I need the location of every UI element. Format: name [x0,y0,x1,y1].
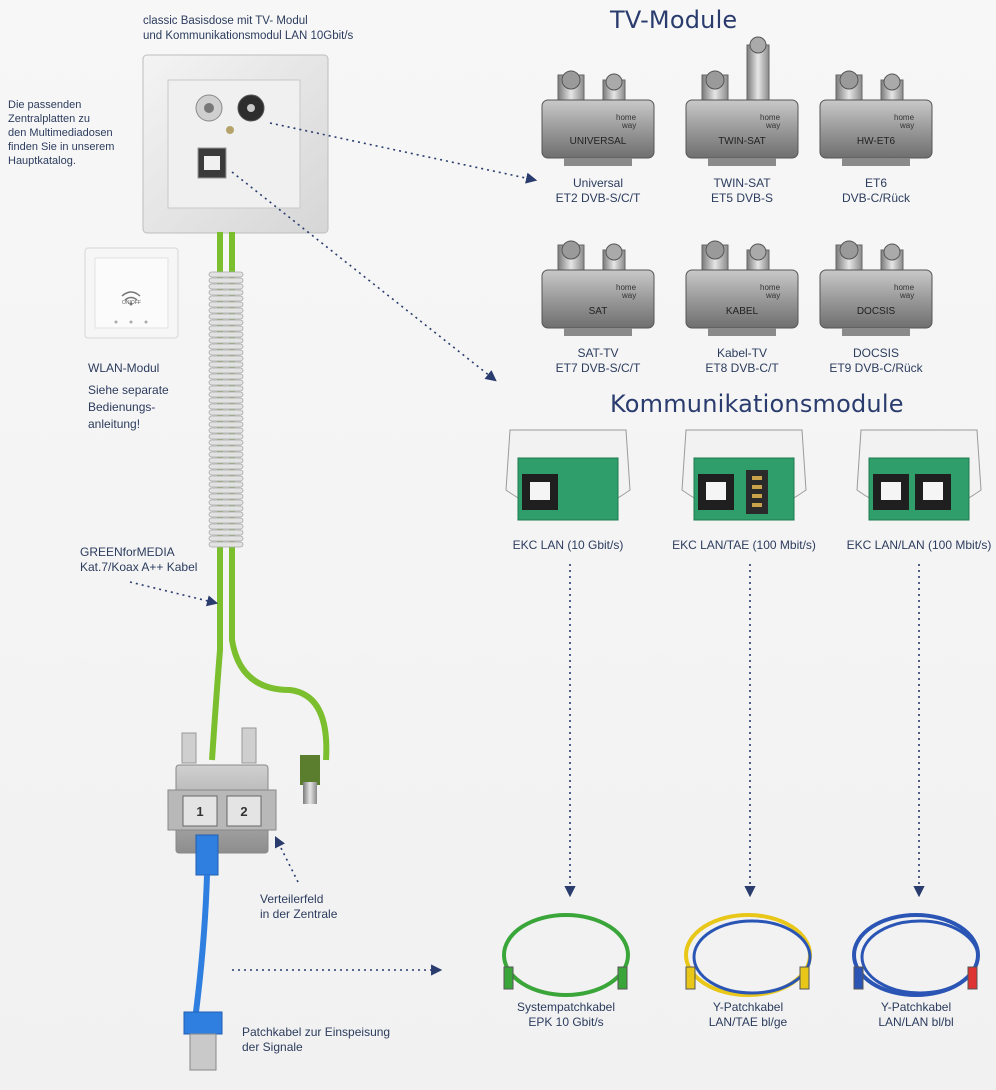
patch-cable-name: Y-Patchkabel [880,1000,952,1014]
module-badge: SAT [589,306,608,317]
brand-logo: way [621,121,636,130]
patch-caption-line: der Signale [242,1040,303,1054]
patch-cable-spec: EPK 10 Gbit/s [528,1015,604,1029]
verteiler-caption-line: in der Zentrale [260,907,338,921]
tv-module-spec: ET8 DVB-C/T [705,361,779,375]
tv-module-name: SAT-TV [577,346,619,360]
wall-socket [142,54,329,234]
module-badge: KABEL [726,306,759,317]
comm-module-caption: EKC LAN/TAE (100 Mbit/s) [672,538,816,552]
socket-caption-line: classic Basisdose mit TV- Modul [143,15,308,27]
brand-logo: home [894,113,915,122]
module-badge: UNIVERSAL [570,136,627,147]
patch-cable-1 [502,913,630,997]
comm-module-2 [681,429,807,521]
tv-modules-heading: TV-Module [610,6,738,34]
wlan-device [84,247,179,339]
patch-cables-group [502,913,980,997]
patch-cable-spec: LAN/TAE bl/ge [708,1015,788,1029]
tv-module-spec: DVB-C/Rück [841,191,910,205]
patch-cable-3 [852,913,980,997]
patch-cable-name: Systempatchkabel [516,1000,616,1014]
wlan-title: WLAN-Modul [88,361,160,375]
tv-module-name: Kabel-TV [716,346,768,360]
socket-caption-line: und Kommunikationsmodul LAN 10Gbit/s [143,30,354,42]
comm-modules-group [505,429,982,521]
brand-logo: home [616,283,637,292]
tv-module-name: ET6 [864,176,887,190]
comm-module-3 [856,429,982,521]
tv-module-name: DOCSIS [852,346,899,360]
brand-logo: way [899,121,914,130]
patch-cable-spec: LAN/LAN bl/bl [878,1015,954,1029]
comm-module-1 [505,429,631,521]
patch-cable-2 [684,913,812,997]
tv-modules-group: homewayUNIVERSALhomewayTWIN-SAThomewayHW… [541,36,933,336]
brand-logo: home [760,283,781,292]
catalog-note-line: finden Sie in unserem [8,141,115,153]
port-2-label: 2 [240,804,248,819]
catalog-note-line: den Multimediadosen [8,127,113,139]
wlan-caption-line: anleitung! [88,417,141,431]
patch-cable-name: Y-Patchkabel [712,1000,784,1014]
brand-logo: home [616,113,637,122]
module-badge: HW-ET6 [857,136,896,147]
brand-logo: way [765,291,780,300]
connector-arrows [129,122,925,976]
brand-logo: way [765,121,780,130]
verteiler-caption: Verteilerfeld in der Zentrale [260,892,337,922]
blue-patch-cable [183,834,223,1071]
catalog-note-line: Zentralplatten zu [8,113,90,125]
catalog-note-line: Hauptkatalog. [8,155,76,167]
comm-module-caption: EKC LAN (10 Gbit/s) [512,538,624,552]
brand-logo: home [760,113,781,122]
module-badge: DOCSIS [857,306,896,317]
module-badge: TWIN-SAT [718,136,766,147]
verteiler-caption-line: Verteilerfeld [260,892,324,906]
tv-module-spec: ET5 DVB-S [710,191,773,205]
catalog-note: Die passenden Zentralplatten zu den Mult… [8,98,114,168]
brand-logo: way [621,291,636,300]
patch-caption: Patchkabel zur Einspeisung der Signale [242,1025,390,1055]
patch-caption-line: Patchkabel zur Einspeisung [242,1025,391,1039]
socket-caption: classic Basisdose mit TV- Modul und Komm… [143,14,353,44]
wlan-caption: WLAN-Modul Siehe separate Bedienungs- an… [88,360,169,433]
wlan-caption-line: Siehe separate [88,383,169,397]
tv-module-name: TWIN-SAT [713,176,771,190]
tv-module-spec: ET9 DVB-C/Rück [829,361,923,375]
tv-module-spec: ET7 DVB-S/C/T [555,361,641,375]
port-1-label: 1 [196,804,204,819]
cable-caption-line: Kat.7/Koax A++ Kabel [80,560,198,574]
comm-module-caption: EKC LAN/LAN (100 Mbit/s) [846,538,992,552]
tv-module-spec: ET2 DVB-S/C/T [555,191,641,205]
wlan-caption-line: Bedienungs- [88,400,156,414]
green-cable [208,232,330,761]
brand-logo: way [899,291,914,300]
patch-panel [167,727,320,854]
comm-modules-heading: Kommunikationsmodule [610,390,904,418]
wlan-device-label: ON/OFF [122,300,141,306]
cable-caption: GREENforMEDIA Kat.7/Koax A++ Kabel [80,545,197,575]
catalog-note-line: Die passenden [8,99,82,111]
tv-module-name: Universal [572,176,623,190]
cable-caption-line: GREENforMEDIA [80,545,175,559]
brand-logo: home [894,283,915,292]
